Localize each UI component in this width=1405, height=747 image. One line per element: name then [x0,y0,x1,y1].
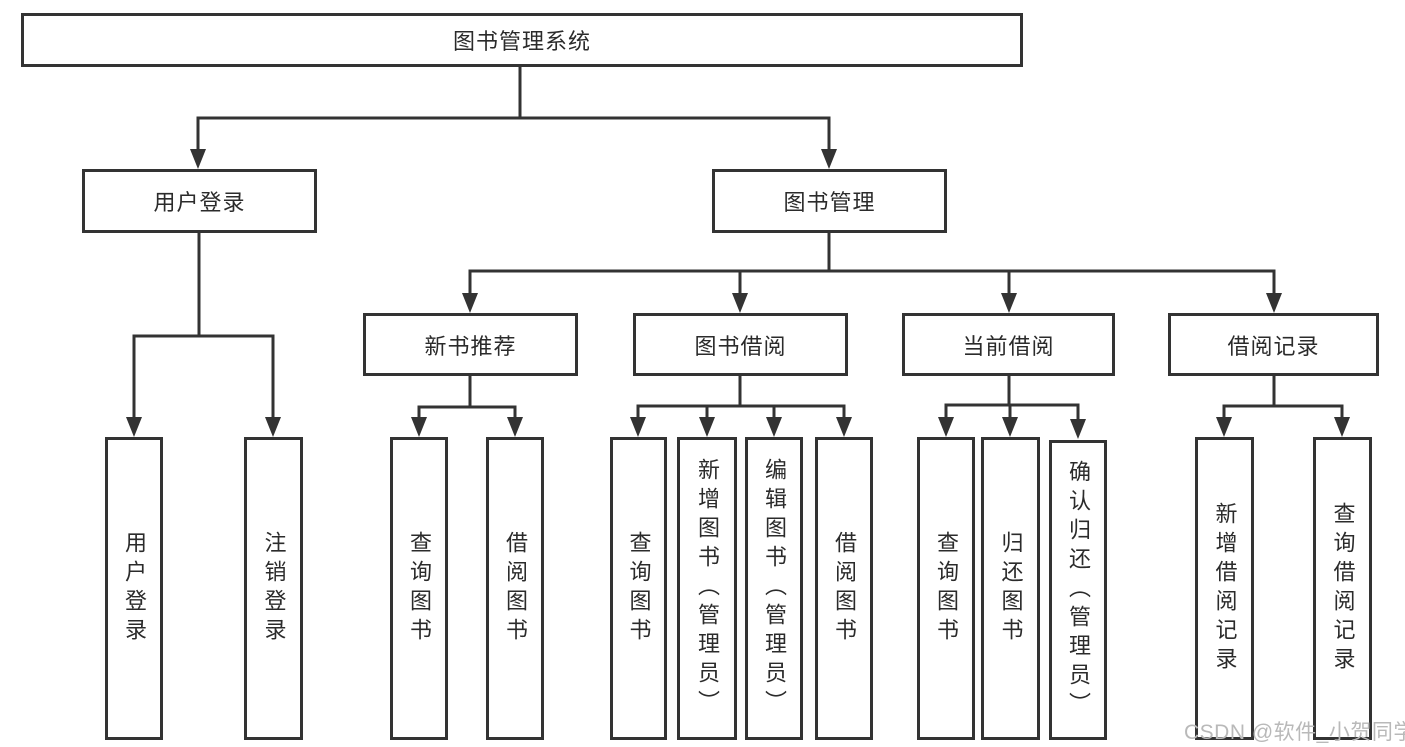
node-label: 用户登录 [153,190,246,215]
leaf-user-login: 用户登录 [105,437,163,740]
node-label: 当前借阅 [962,333,1055,359]
csdn-watermark: CSDN @软件_小贺同学 [1184,721,1405,744]
leaf-add-book-admin: 新增图书（管理员） [677,437,737,740]
leaf-borrow-book-2: 借阅图书 [815,437,873,740]
leaf-return-book: 归还图书 [981,437,1040,740]
connector-root [190,66,837,169]
node-label: 借阅记录 [1227,333,1320,359]
node-label: 归还图书 [998,530,1024,647]
node-borrow-record: 借阅记录 [1168,313,1379,376]
node-label: 图书管理系统 [452,29,591,54]
node-label: 确认归还（管理员） [1066,459,1091,721]
leaf-edit-book-admin: 编辑图书（管理员） [745,437,803,740]
leaf-logout: 注销登录 [244,437,303,740]
node-label: 查询图书 [407,530,432,647]
node-label: 编辑图书（管理员） [762,458,787,719]
leaf-query-book-2: 查询图书 [610,437,667,740]
connector-current-borrow [938,376,1086,439]
node-label: 用户登录 [122,530,147,647]
leaf-add-borrow-record: 新增借阅记录 [1195,437,1254,740]
connector-borrow-record [1216,376,1350,437]
node-label: 查询图书 [626,530,652,647]
connector-user-login [126,233,281,437]
node-label: 借阅图书 [832,530,857,647]
connector-new-book-recommend [411,376,523,437]
node-label: 图书管理 [783,190,876,215]
node-label: 新增图书（管理员） [695,458,720,719]
node-label: 图书借阅 [694,333,787,359]
node-label: 查询图书 [934,530,959,647]
node-label: 新书推荐 [424,333,517,359]
leaf-query-book-1: 查询图书 [390,437,448,740]
connector-book-management [462,233,1282,313]
node-label: 新增借阅记录 [1212,501,1238,676]
node-label: 注销登录 [261,530,287,647]
node-current-borrow: 当前借阅 [902,313,1115,376]
node-book-borrow: 图书借阅 [633,313,848,376]
node-label: 查询借阅记录 [1330,501,1356,676]
node-user-login: 用户登录 [82,169,317,233]
leaf-query-borrow-record: 查询借阅记录 [1313,437,1372,740]
node-new-book-recommend: 新书推荐 [363,313,578,376]
leaf-query-book-3: 查询图书 [917,437,975,740]
connector-book-borrow [630,376,852,437]
node-root-system: 图书管理系统 [21,13,1023,67]
leaf-confirm-return-admin: 确认归还（管理员） [1049,440,1107,740]
node-label: 借阅图书 [503,530,528,647]
node-book-management: 图书管理 [712,169,947,233]
leaf-borrow-book-1: 借阅图书 [486,437,544,740]
